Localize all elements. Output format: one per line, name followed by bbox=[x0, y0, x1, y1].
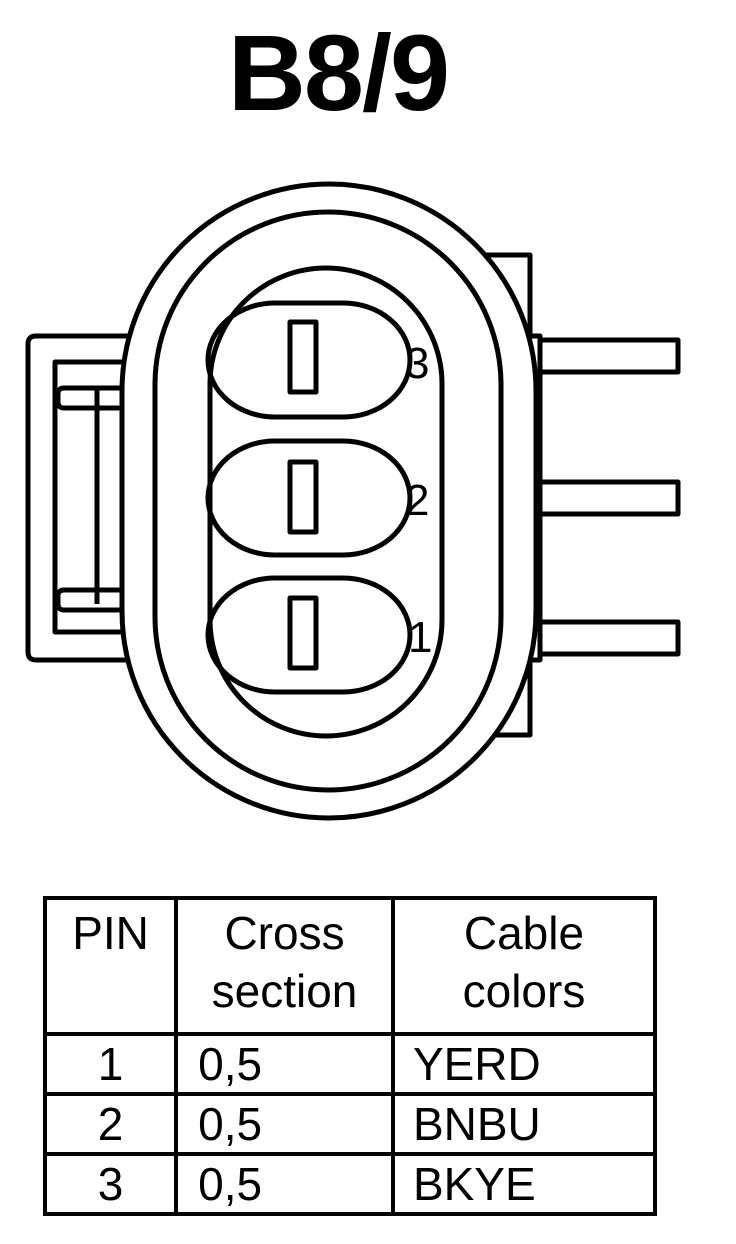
cell-cable-color: BNBU bbox=[390, 1092, 658, 1156]
table-header-row: PIN Cross section Cable colors bbox=[42, 896, 658, 1036]
pin-contact-3 bbox=[287, 319, 319, 395]
left-latch-inner bbox=[52, 359, 150, 635]
cell-cross-section: 0,5 bbox=[174, 1152, 395, 1216]
cell-cable-color: YERD bbox=[390, 1032, 658, 1096]
pin-contact-1 bbox=[287, 595, 319, 671]
pin-label-2: 2 bbox=[405, 476, 429, 525]
cell-cross-section: 0,5 bbox=[174, 1092, 395, 1156]
header-cross-section-line1: Cross bbox=[224, 907, 345, 959]
left-latch-tab-bottom bbox=[55, 587, 150, 613]
connector-diagram: 3 2 1 bbox=[25, 181, 681, 821]
header-pin: PIN bbox=[42, 896, 179, 1036]
pin-label-3: 3 bbox=[405, 339, 429, 388]
header-cross-section-line2: section bbox=[211, 965, 358, 1017]
terminal-lead-2 bbox=[537, 479, 681, 517]
cell-pin: 1 bbox=[42, 1032, 179, 1096]
cell-pin: 3 bbox=[42, 1152, 179, 1216]
table-row: 3 0,5 BKYE bbox=[42, 1152, 658, 1216]
cell-cable-color: BKYE bbox=[390, 1152, 658, 1216]
table-row: 1 0,5 YERD bbox=[42, 1032, 658, 1096]
pin-cavity-1 bbox=[205, 575, 413, 695]
cell-cross-section: 0,5 bbox=[174, 1032, 395, 1096]
pin-cavity-3 bbox=[205, 300, 413, 420]
table-row: 2 0,5 BNBU bbox=[42, 1092, 658, 1156]
cell-pin: 2 bbox=[42, 1092, 179, 1156]
connector-title: B8/9 bbox=[227, 12, 450, 133]
housing-inner bbox=[152, 209, 504, 793]
header-cable-colors: Cable colors bbox=[390, 896, 658, 1036]
left-latch-outer bbox=[25, 333, 135, 663]
header-cross-section: Cross section bbox=[174, 896, 395, 1036]
pin-cavity-2 bbox=[205, 438, 413, 558]
pin-contact-2 bbox=[287, 459, 319, 535]
pin-label-1: 1 bbox=[408, 613, 432, 662]
left-latch-tab-top bbox=[55, 385, 150, 411]
housing-outer bbox=[119, 181, 539, 821]
pin-table: PIN Cross section Cable colors 1 0,5 YER… bbox=[42, 896, 658, 1216]
header-cable-colors-line2: colors bbox=[462, 965, 586, 1017]
terminal-lead-3 bbox=[537, 337, 681, 375]
terminal-lead-1 bbox=[537, 619, 681, 657]
header-cable-colors-line1: Cable bbox=[463, 907, 585, 959]
